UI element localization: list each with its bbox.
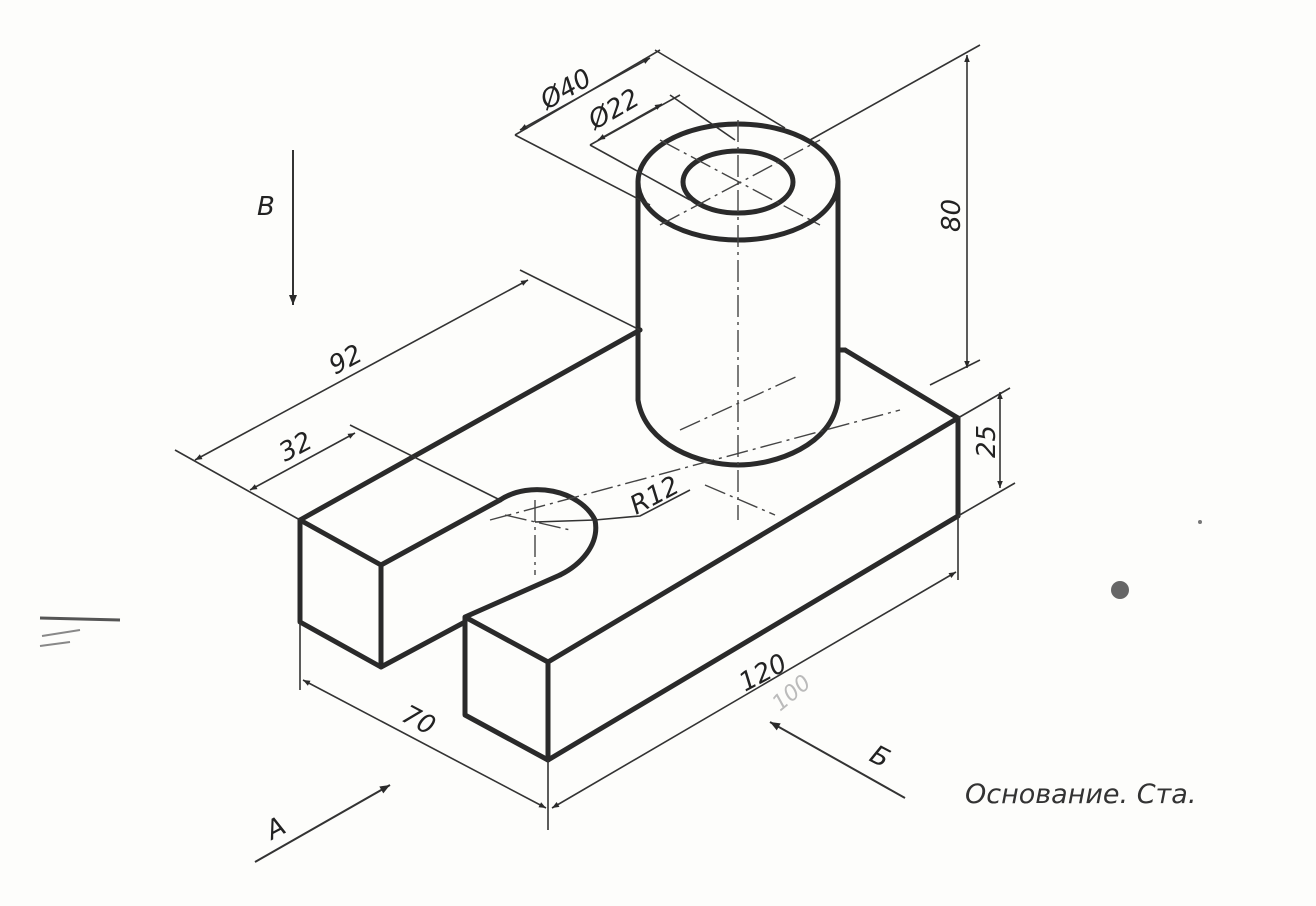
center-lines [489,120,901,575]
view-label-side: Б [865,740,895,775]
drawing-caption: Основание. Ста. [965,779,1196,810]
cylinder [635,121,848,468]
label-cylinder-height: 80 [937,199,967,232]
scan-artifacts [39,520,1202,647]
view-label-top: В [257,192,275,222]
label-base-width: 70 [397,700,440,742]
dimension-lines [174,44,1016,830]
label-base-height: 25 [972,425,1002,458]
view-label-front: А [259,811,291,847]
label-slot-depth: 32 [274,426,317,468]
label-base-depth: 92 [324,339,367,381]
label-slot-radius: R12 [625,471,684,522]
part-outline [297,327,961,763]
view-arrows [254,150,906,863]
